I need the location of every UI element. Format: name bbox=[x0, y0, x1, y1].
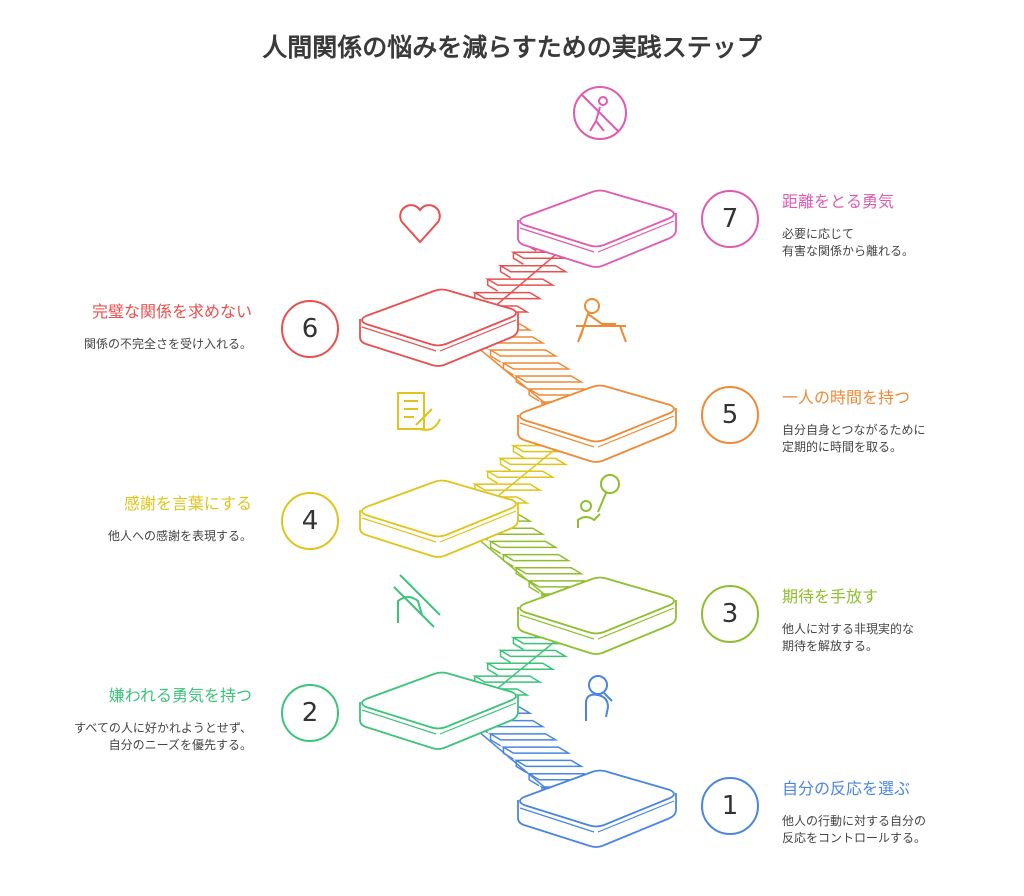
no-entry-person-icon bbox=[573, 86, 627, 140]
platform-7 bbox=[517, 189, 677, 268]
stair-step bbox=[485, 278, 556, 292]
step-description: すべての人に好かれようとせず、 自分のニーズを優先する。 bbox=[74, 721, 252, 752]
step-label-5: 一人の時間を持つ自分自身とつながるために 定期的に時間を取る。 bbox=[782, 384, 1022, 456]
platform-1 bbox=[517, 769, 677, 848]
step-number-circle: 1 bbox=[701, 777, 759, 835]
diagram-title: 人間関係の悩みを減らすための実践ステップ bbox=[262, 33, 762, 62]
hand-holding-icon bbox=[393, 574, 441, 628]
step-number-circle: 4 bbox=[281, 492, 339, 550]
step-heading: 感謝を言葉にする bbox=[123, 494, 252, 513]
step-label-2: 嫌われる勇気を持つすべての人に好かれようとせず、 自分のニーズを優先する。 bbox=[12, 682, 252, 754]
step-label-4: 感謝を言葉にする他人への感謝を表現する。 bbox=[12, 490, 252, 545]
person-at-desk-icon bbox=[576, 298, 627, 343]
stair-step bbox=[497, 264, 569, 279]
step-number-circle: 5 bbox=[701, 386, 759, 444]
stair-step bbox=[500, 746, 572, 760]
platform-3 bbox=[517, 576, 677, 655]
step-label-3: 期待を手放す他人に対する非現実的な 期待を解放する。 bbox=[782, 583, 1022, 655]
step-description: 自分自身とつながるために 定期的に時間を取る。 bbox=[782, 423, 926, 454]
platform-6 bbox=[359, 288, 519, 367]
stair-step bbox=[487, 540, 559, 555]
stair-step bbox=[485, 470, 556, 484]
stair-step bbox=[497, 457, 569, 472]
step-number-circle: 3 bbox=[701, 585, 759, 643]
step-label-1: 自分の反応を選ぶ他人の行動に対する自分の 反応をコントロールする。 bbox=[782, 775, 1022, 847]
platform-5 bbox=[517, 384, 677, 463]
stair-step bbox=[513, 566, 584, 581]
step-description: 他人への感謝を表現する。 bbox=[107, 529, 252, 543]
stair-step bbox=[487, 349, 559, 363]
step-heading: 嫌われる勇気を持つ bbox=[108, 686, 252, 705]
step-description: 関係の不完全さを受け入れる。 bbox=[83, 337, 252, 351]
step-heading: 完璧な関係を求めない bbox=[91, 302, 252, 321]
step-number-circle: 7 bbox=[701, 190, 759, 248]
step-description: 他人に対する非現実的な 期待を解放する。 bbox=[782, 622, 915, 653]
platform-4 bbox=[359, 479, 519, 558]
step-description: 必要に応じて 有害な関係から離れる。 bbox=[782, 227, 915, 258]
puzzle-heart-icon bbox=[399, 204, 441, 244]
person-releasing-balloon-icon bbox=[577, 474, 620, 528]
stair-step bbox=[513, 375, 584, 389]
step-heading: 距離をとる勇気 bbox=[782, 192, 895, 211]
stair-step bbox=[485, 662, 556, 676]
step-description: 他人の行動に対する自分の 反応をコントロールする。 bbox=[782, 814, 927, 845]
step-label-6: 完璧な関係を求めない関係の不完全さを受け入れる。 bbox=[12, 298, 252, 353]
step-number-circle: 6 bbox=[281, 300, 339, 358]
person-thinking-icon bbox=[585, 675, 613, 721]
step-heading: 自分の反応を選ぶ bbox=[782, 779, 911, 798]
step-number-circle: 2 bbox=[281, 684, 339, 742]
stair-step bbox=[487, 733, 559, 747]
stair-step bbox=[500, 362, 572, 376]
stair-step bbox=[497, 649, 569, 664]
platform-2 bbox=[359, 671, 519, 750]
step-heading: 一人の時間を持つ bbox=[782, 388, 911, 407]
step-label-7: 距離をとる勇気必要に応じて 有害な関係から離れる。 bbox=[782, 188, 1022, 260]
writing-note-icon bbox=[397, 392, 441, 431]
stair-step bbox=[500, 553, 572, 568]
step-heading: 期待を手放す bbox=[782, 587, 879, 606]
